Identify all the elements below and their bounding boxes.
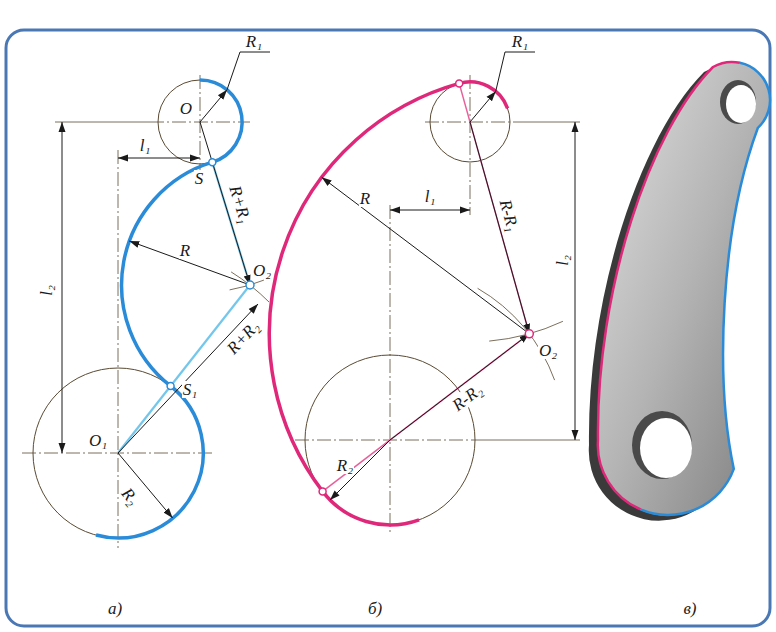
dimension-label: l₂ <box>553 254 570 267</box>
label-anchor: R <box>179 242 191 259</box>
label-anchor: S <box>194 170 205 187</box>
outline-arc <box>323 491 420 525</box>
extension-line <box>55 122 150 123</box>
label-anchor: O₂ <box>538 342 558 359</box>
center-line <box>470 75 471 215</box>
tangent-point <box>167 383 174 390</box>
label-anchor: R₂ <box>336 457 354 474</box>
circle-o <box>158 80 242 164</box>
circle-o <box>430 82 510 162</box>
outline-arc <box>459 82 507 108</box>
point-label: S <box>194 170 205 187</box>
radius-arrow <box>390 334 529 440</box>
extension-line <box>515 122 580 123</box>
label-anchor: l₁ <box>424 188 437 205</box>
radius-arrow <box>129 241 250 285</box>
part-face <box>598 62 770 516</box>
label-anchor: а) <box>107 600 123 617</box>
construction-arc <box>478 288 555 380</box>
center-point <box>246 281 254 289</box>
radius-label: R <box>179 242 191 259</box>
point-label: O <box>179 100 193 117</box>
radius-arrow <box>322 177 530 333</box>
dimension-line <box>118 158 200 159</box>
label-anchor: R-R₁ <box>496 196 522 234</box>
dimension-label: l₁ <box>424 188 437 205</box>
label-anchor: l₂ <box>553 254 570 267</box>
label-anchor: R₂ <box>118 484 143 509</box>
radius-arrow <box>470 91 496 122</box>
label-anchor: R-R₂ <box>448 380 486 414</box>
point-label: O₁ <box>88 432 108 449</box>
leader-line <box>496 52 535 91</box>
circle-o1 <box>305 355 475 525</box>
part-outline-pink <box>598 62 740 509</box>
point-label: O₂ <box>538 342 558 359</box>
hole <box>726 85 756 123</box>
radius-line <box>323 334 530 492</box>
dimension-line <box>390 210 470 211</box>
radius-label: R₁ <box>245 33 263 50</box>
label-anchor: R₁ <box>511 33 529 50</box>
radius-label: R₂ <box>118 484 143 509</box>
radius-arrow <box>118 304 258 453</box>
label-anchor: R <box>359 190 371 207</box>
label-anchor: R₁ <box>245 33 263 50</box>
outline-arc <box>96 386 203 538</box>
radius-arrow <box>470 122 529 334</box>
label-anchor: O₁ <box>88 432 108 449</box>
dimension-line <box>62 122 63 453</box>
radius-line <box>459 83 529 333</box>
conjugation-arc <box>122 162 213 386</box>
radius-line <box>118 285 250 453</box>
dimension-label: l₂ <box>37 284 54 297</box>
dimension-line <box>575 122 576 440</box>
extension-line <box>485 440 580 441</box>
radius-label: R+R₁ <box>226 182 254 225</box>
label-anchor: S₁ <box>182 381 198 398</box>
hole-wall <box>720 80 756 124</box>
label-anchor: O <box>179 100 193 117</box>
radius-arrow <box>330 440 390 500</box>
center-line <box>390 205 391 535</box>
panel-letter: б) <box>367 600 383 617</box>
hole <box>640 418 692 478</box>
label-anchor: б) <box>367 600 383 617</box>
radius-label: R₁ <box>511 33 529 50</box>
tangent-point <box>319 488 326 495</box>
conjugation-arc <box>269 83 459 491</box>
radius-label: R₂ <box>336 457 354 474</box>
circle-o1 <box>33 368 203 538</box>
leader-line <box>227 52 270 90</box>
panel-letter: а) <box>107 600 123 617</box>
label-anchor: O₂ <box>252 262 272 279</box>
radius-label: R-R₁ <box>496 196 522 234</box>
tangent-point <box>456 80 463 87</box>
center-line <box>118 150 119 548</box>
point-label: S₁ <box>182 381 198 398</box>
construction-arc <box>230 280 264 290</box>
label-anchor: R+R₁ <box>226 182 254 225</box>
hole-wall <box>632 411 692 479</box>
panel-letter: в) <box>682 600 697 617</box>
label-anchor: l₁ <box>139 137 152 154</box>
radius-arrow <box>200 90 227 122</box>
center-point <box>525 330 533 338</box>
frame <box>6 30 770 626</box>
label-anchor: в) <box>682 600 697 617</box>
dimension-label: l₁ <box>139 137 152 154</box>
radius-label: R+R₂ <box>223 317 263 358</box>
point-label: O₂ <box>252 262 272 279</box>
label-anchor: l₂ <box>37 284 54 297</box>
label-anchor: R+R₂ <box>223 317 263 358</box>
radius-arrow <box>118 453 173 518</box>
radius-label: R <box>359 190 371 207</box>
part-outline-blue <box>641 63 770 515</box>
radius-label: R-R₂ <box>448 380 486 414</box>
tangent-point <box>209 159 216 166</box>
outline-arc <box>200 80 242 162</box>
